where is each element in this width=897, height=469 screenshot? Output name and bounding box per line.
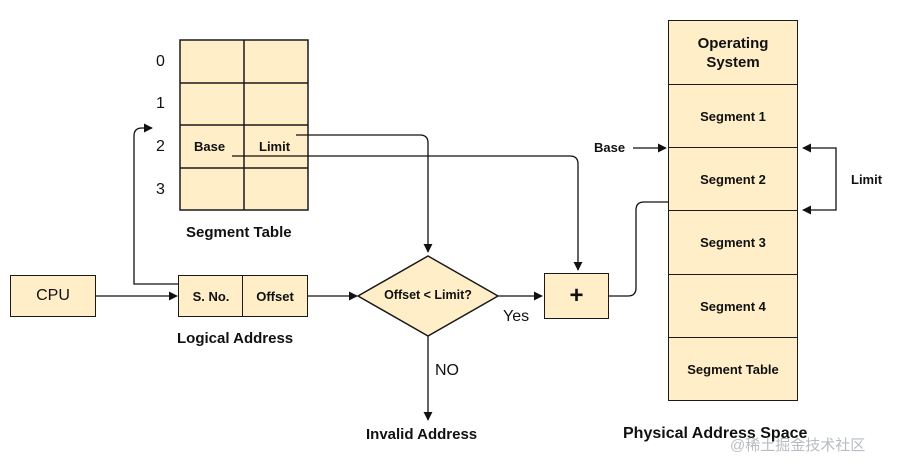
memory-limit-label: Limit: [851, 172, 883, 187]
memory-block-label: Segment 4: [700, 298, 766, 314]
watermark: @稀土掘金技术社区: [730, 437, 866, 454]
memory-block-label: Operating System: [697, 34, 769, 71]
row-number-1: 1: [156, 95, 165, 112]
memory-block-segment-3: Segment 3: [668, 210, 798, 275]
memory-block-segment-1: Segment 1: [668, 84, 798, 148]
no-label: NO: [435, 362, 459, 379]
memory-block-segment-2: Segment 2: [668, 147, 798, 211]
adder-to-memory-arrow: [609, 197, 711, 297]
memory-block-label: Segment 2: [700, 171, 766, 187]
memory-block-os: Operating System: [668, 20, 798, 85]
base-to-adder-arrow: [232, 155, 583, 271]
segment-table-base-label: Base: [194, 139, 226, 154]
invalid-address-label: Invalid Address: [366, 426, 478, 443]
compare-label: Offset < Limit?: [384, 288, 472, 302]
limit-bracket: [802, 143, 837, 215]
memory-block-segment-table: Segment Table: [668, 337, 798, 401]
segment-number-label: S. No.: [192, 288, 230, 304]
segment-table-limit-label: Limit: [259, 139, 291, 154]
offset-compare-diamond: [356, 255, 500, 337]
memory-block-label: Segment 3: [700, 235, 766, 250]
row-number-0: 0: [156, 53, 165, 70]
memory-block-segment-4: Segment 4: [668, 274, 798, 338]
cpu-box: CPU: [10, 275, 96, 317]
offset-label: Offset: [256, 288, 294, 304]
yes-label: Yes: [503, 308, 530, 325]
plus-icon: +: [569, 282, 584, 309]
physical-address-caption: Physical Address Space: [623, 425, 808, 442]
row-number-2: 2: [156, 138, 165, 155]
memory-block-label: Segment Table: [687, 361, 779, 377]
segment-table-caption: Segment Table: [186, 224, 292, 241]
memory-block-label: Segment 1: [700, 108, 766, 124]
cpu-label: CPU: [36, 287, 70, 304]
adder-box: +: [544, 273, 609, 319]
memory-base-label: Base: [594, 140, 626, 155]
limit-to-compare-arrow: [296, 134, 433, 253]
offset-cell: Offset: [242, 275, 308, 317]
logical-address-caption: Logical Address: [177, 330, 294, 347]
segment-number-index-arrow: [133, 123, 178, 285]
segment-table-grid: [179, 39, 309, 211]
row-number-3: 3: [156, 181, 165, 198]
segment-number-cell: S. No.: [178, 275, 244, 317]
